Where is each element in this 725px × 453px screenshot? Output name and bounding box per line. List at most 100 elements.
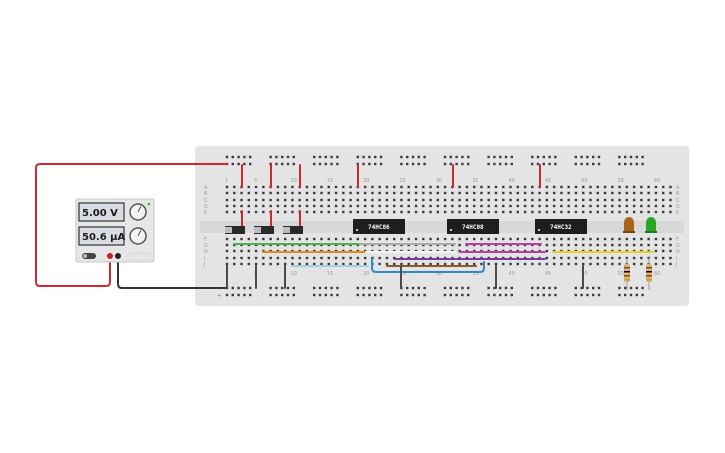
terminal-hole[interactable]: [640, 210, 643, 214]
rail-hole[interactable]: [487, 293, 490, 297]
rail-hole[interactable]: [618, 286, 621, 290]
terminal-hole[interactable]: [545, 237, 549, 241]
rail-hole[interactable]: [499, 293, 502, 297]
terminal-hole[interactable]: [262, 256, 265, 260]
terminal-hole[interactable]: [589, 185, 592, 189]
terminal-hole[interactable]: [240, 256, 243, 260]
rail-hole[interactable]: [362, 162, 365, 166]
terminal-hole[interactable]: [320, 204, 323, 208]
rail-hole[interactable]: [586, 293, 589, 297]
rail-hole[interactable]: [580, 293, 583, 297]
terminal-hole[interactable]: [502, 191, 505, 195]
terminal-hole[interactable]: [349, 198, 352, 202]
terminal-hole[interactable]: [363, 204, 367, 208]
terminal-hole[interactable]: [334, 204, 338, 208]
terminal-hole[interactable]: [552, 262, 556, 266]
rail-hole[interactable]: [249, 162, 252, 166]
terminal-hole[interactable]: [523, 262, 527, 266]
rail-hole[interactable]: [493, 162, 496, 166]
rail-hole[interactable]: [542, 155, 545, 159]
terminal-hole[interactable]: [349, 204, 352, 208]
rail-hole[interactable]: [467, 286, 470, 290]
terminal-hole[interactable]: [458, 191, 461, 195]
terminal-hole[interactable]: [567, 185, 570, 189]
rail-hole[interactable]: [618, 293, 621, 297]
terminal-hole[interactable]: [574, 262, 578, 266]
terminal-hole[interactable]: [618, 185, 621, 189]
rail-hole[interactable]: [231, 155, 234, 159]
rail-hole[interactable]: [574, 293, 577, 297]
rail-hole[interactable]: [275, 155, 278, 159]
terminal-hole[interactable]: [276, 256, 280, 260]
terminal-hole[interactable]: [269, 256, 272, 260]
terminal-hole[interactable]: [407, 210, 410, 214]
terminal-hole[interactable]: [582, 262, 585, 266]
rail-hole[interactable]: [237, 293, 240, 297]
rail-hole[interactable]: [542, 293, 545, 297]
terminal-hole[interactable]: [436, 210, 440, 214]
rail-hole[interactable]: [275, 162, 278, 166]
terminal-hole[interactable]: [305, 191, 309, 195]
rail-hole[interactable]: [411, 155, 415, 159]
terminal-hole[interactable]: [298, 262, 301, 266]
rail-hole[interactable]: [368, 162, 371, 166]
terminal-hole[interactable]: [400, 185, 403, 189]
rail-hole[interactable]: [592, 162, 595, 166]
rail-hole[interactable]: [374, 155, 377, 159]
rail-hole[interactable]: [629, 155, 633, 159]
terminal-hole[interactable]: [349, 185, 352, 189]
terminal-hole[interactable]: [523, 204, 527, 208]
terminal-hole[interactable]: [625, 237, 629, 241]
terminal-hole[interactable]: [509, 191, 512, 195]
terminal-hole[interactable]: [436, 185, 440, 189]
terminal-hole[interactable]: [647, 204, 650, 208]
rail-hole[interactable]: [249, 293, 252, 297]
rail-hole[interactable]: [554, 286, 557, 290]
terminal-hole[interactable]: [247, 237, 251, 241]
terminal-hole[interactable]: [545, 204, 549, 208]
terminal-hole[interactable]: [596, 198, 599, 202]
terminal-hole[interactable]: [349, 262, 352, 266]
terminal-hole[interactable]: [356, 256, 360, 260]
terminal-hole[interactable]: [669, 243, 672, 247]
terminal-hole[interactable]: [640, 262, 643, 266]
terminal-hole[interactable]: [662, 243, 665, 247]
terminal-hole[interactable]: [574, 185, 578, 189]
terminal-hole[interactable]: [567, 198, 570, 202]
terminal-hole[interactable]: [582, 243, 585, 247]
terminal-hole[interactable]: [545, 256, 549, 260]
terminal-hole[interactable]: [298, 191, 301, 195]
terminal-hole[interactable]: [320, 256, 323, 260]
terminal-hole[interactable]: [240, 204, 243, 208]
terminal-hole[interactable]: [632, 210, 636, 214]
terminal-hole[interactable]: [545, 191, 549, 195]
terminal-hole[interactable]: [305, 262, 309, 266]
terminal-hole[interactable]: [451, 210, 454, 214]
terminal-hole[interactable]: [669, 262, 672, 266]
terminal-hole[interactable]: [560, 185, 563, 189]
rail-hole[interactable]: [379, 286, 383, 290]
terminal-hole[interactable]: [596, 237, 599, 241]
rail-hole[interactable]: [504, 162, 508, 166]
terminal-hole[interactable]: [291, 256, 294, 260]
terminal-hole[interactable]: [233, 237, 236, 241]
terminal-hole[interactable]: [443, 237, 447, 241]
terminal-hole[interactable]: [589, 198, 592, 202]
terminal-hole[interactable]: [669, 237, 672, 241]
terminal-hole[interactable]: [618, 210, 621, 214]
terminal-hole[interactable]: [654, 191, 658, 195]
rail-hole[interactable]: [237, 155, 240, 159]
terminal-hole[interactable]: [225, 198, 229, 202]
rail-hole[interactable]: [423, 162, 426, 166]
rail-hole[interactable]: [574, 155, 577, 159]
terminal-hole[interactable]: [407, 191, 410, 195]
rail-hole[interactable]: [368, 286, 371, 290]
rail-hole[interactable]: [443, 155, 447, 159]
terminal-hole[interactable]: [422, 204, 425, 208]
rail-hole[interactable]: [597, 293, 601, 297]
terminal-hole[interactable]: [342, 210, 345, 214]
terminal-hole[interactable]: [632, 256, 636, 260]
terminal-hole[interactable]: [422, 185, 425, 189]
terminal-hole[interactable]: [313, 210, 316, 214]
rail-hole[interactable]: [510, 286, 513, 290]
